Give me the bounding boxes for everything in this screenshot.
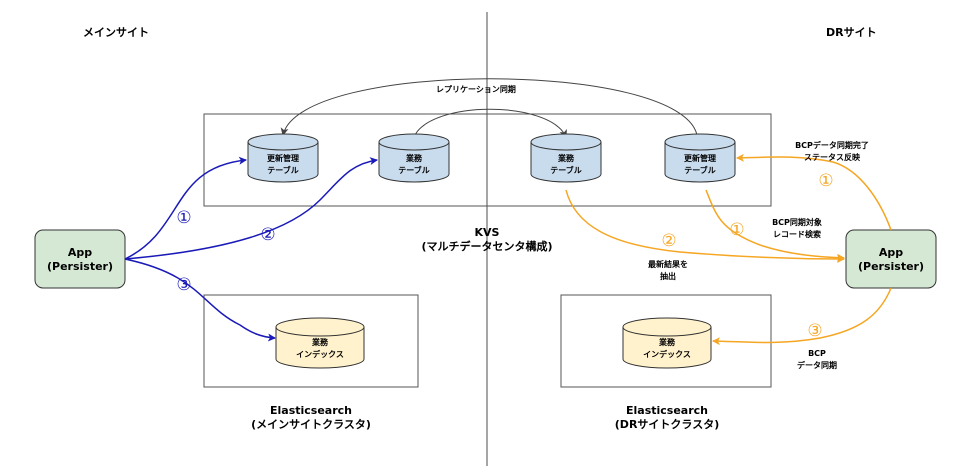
biz-table-dr: 業務 テーブル xyxy=(530,133,602,183)
note-bcp-sync-2: データ同期 xyxy=(797,360,837,370)
svg-text:App: App xyxy=(879,246,903,259)
marker-dr-2: ② xyxy=(661,231,676,251)
note-bcp-complete-2: ステータス反映 xyxy=(804,152,861,162)
note-bcp-search-2: レコード検索 xyxy=(773,229,821,239)
flow-dr-3-sync xyxy=(712,287,892,346)
kvs-title: KVS xyxy=(475,226,500,239)
replication-arc-biz xyxy=(413,108,567,138)
marker-dr-3: ③ xyxy=(807,321,822,341)
svg-text:テーブル: テーブル xyxy=(684,165,716,175)
note-bcp-search-1: BCP同期対象 xyxy=(772,217,822,227)
svg-text:業務: 業務 xyxy=(557,153,575,163)
flow-dr-1-search xyxy=(705,189,845,262)
biz-table-main: 業務 テーブル xyxy=(378,133,450,183)
flow-dr-1-status xyxy=(736,153,892,231)
es-dr-title: Elasticsearch xyxy=(626,404,708,417)
index-dr: 業務 インデックス xyxy=(622,317,712,369)
flow-main-2 xyxy=(124,157,378,260)
svg-text:更新管理: 更新管理 xyxy=(684,153,716,163)
app-main: App (Persister) xyxy=(34,229,126,289)
note-bcp-sync-1: BCP xyxy=(808,349,826,358)
replication-arc-mgmt xyxy=(280,78,703,143)
flow-main-1 xyxy=(124,156,247,260)
es-main-subtitle: (メインサイトクラスタ) xyxy=(251,418,371,431)
main-site-label: メインサイト xyxy=(83,26,149,39)
svg-text:インデックス: インデックス xyxy=(643,349,691,359)
es-main-title: Elasticsearch xyxy=(270,404,352,417)
marker-dr-1-status: ① xyxy=(818,171,833,191)
kvs-box xyxy=(203,113,772,207)
mgmt-table-main: 更新管理 テーブル xyxy=(247,133,319,183)
flow-main-3 xyxy=(124,258,276,342)
marker-dr-1-search: ① xyxy=(729,220,744,240)
es-dr-box xyxy=(560,294,772,388)
marker-main-1: ① xyxy=(176,208,191,228)
svg-text:テーブル: テーブル xyxy=(267,165,299,175)
svg-text:業務: 業務 xyxy=(311,337,329,347)
svg-text:業務: 業務 xyxy=(405,153,423,163)
svg-text:テーブル: テーブル xyxy=(398,165,430,175)
kvs-subtitle: (マルチデータセンタ構成) xyxy=(421,239,552,253)
dr-site-label: DRサイト xyxy=(826,26,877,39)
svg-text:業務: 業務 xyxy=(658,337,676,347)
note-latest-extract-2: 抽出 xyxy=(660,271,676,281)
svg-text:App: App xyxy=(68,246,92,259)
svg-text:(Persister): (Persister) xyxy=(858,260,924,273)
replication-label: レプリケーション同期 xyxy=(436,84,516,94)
app-dr: App (Persister) xyxy=(845,229,937,289)
note-bcp-complete-1: BCPデータ同期完了 xyxy=(795,140,869,150)
svg-text:更新管理: 更新管理 xyxy=(267,153,299,163)
svg-text:(Persister): (Persister) xyxy=(47,260,113,273)
svg-text:インデックス: インデックス xyxy=(296,349,344,359)
svg-text:テーブル: テーブル xyxy=(550,165,582,175)
es-dr-subtitle: (DRサイトクラスタ) xyxy=(615,418,719,431)
note-latest-extract-1: 最新結果を xyxy=(648,259,688,269)
mgmt-table-dr: 更新管理 テーブル xyxy=(664,133,736,183)
es-main-box xyxy=(203,294,419,388)
marker-main-3: ③ xyxy=(176,275,191,295)
marker-main-2: ② xyxy=(260,225,275,245)
index-main: 業務 インデックス xyxy=(275,317,365,369)
flow-dr-2-extract xyxy=(565,189,845,263)
